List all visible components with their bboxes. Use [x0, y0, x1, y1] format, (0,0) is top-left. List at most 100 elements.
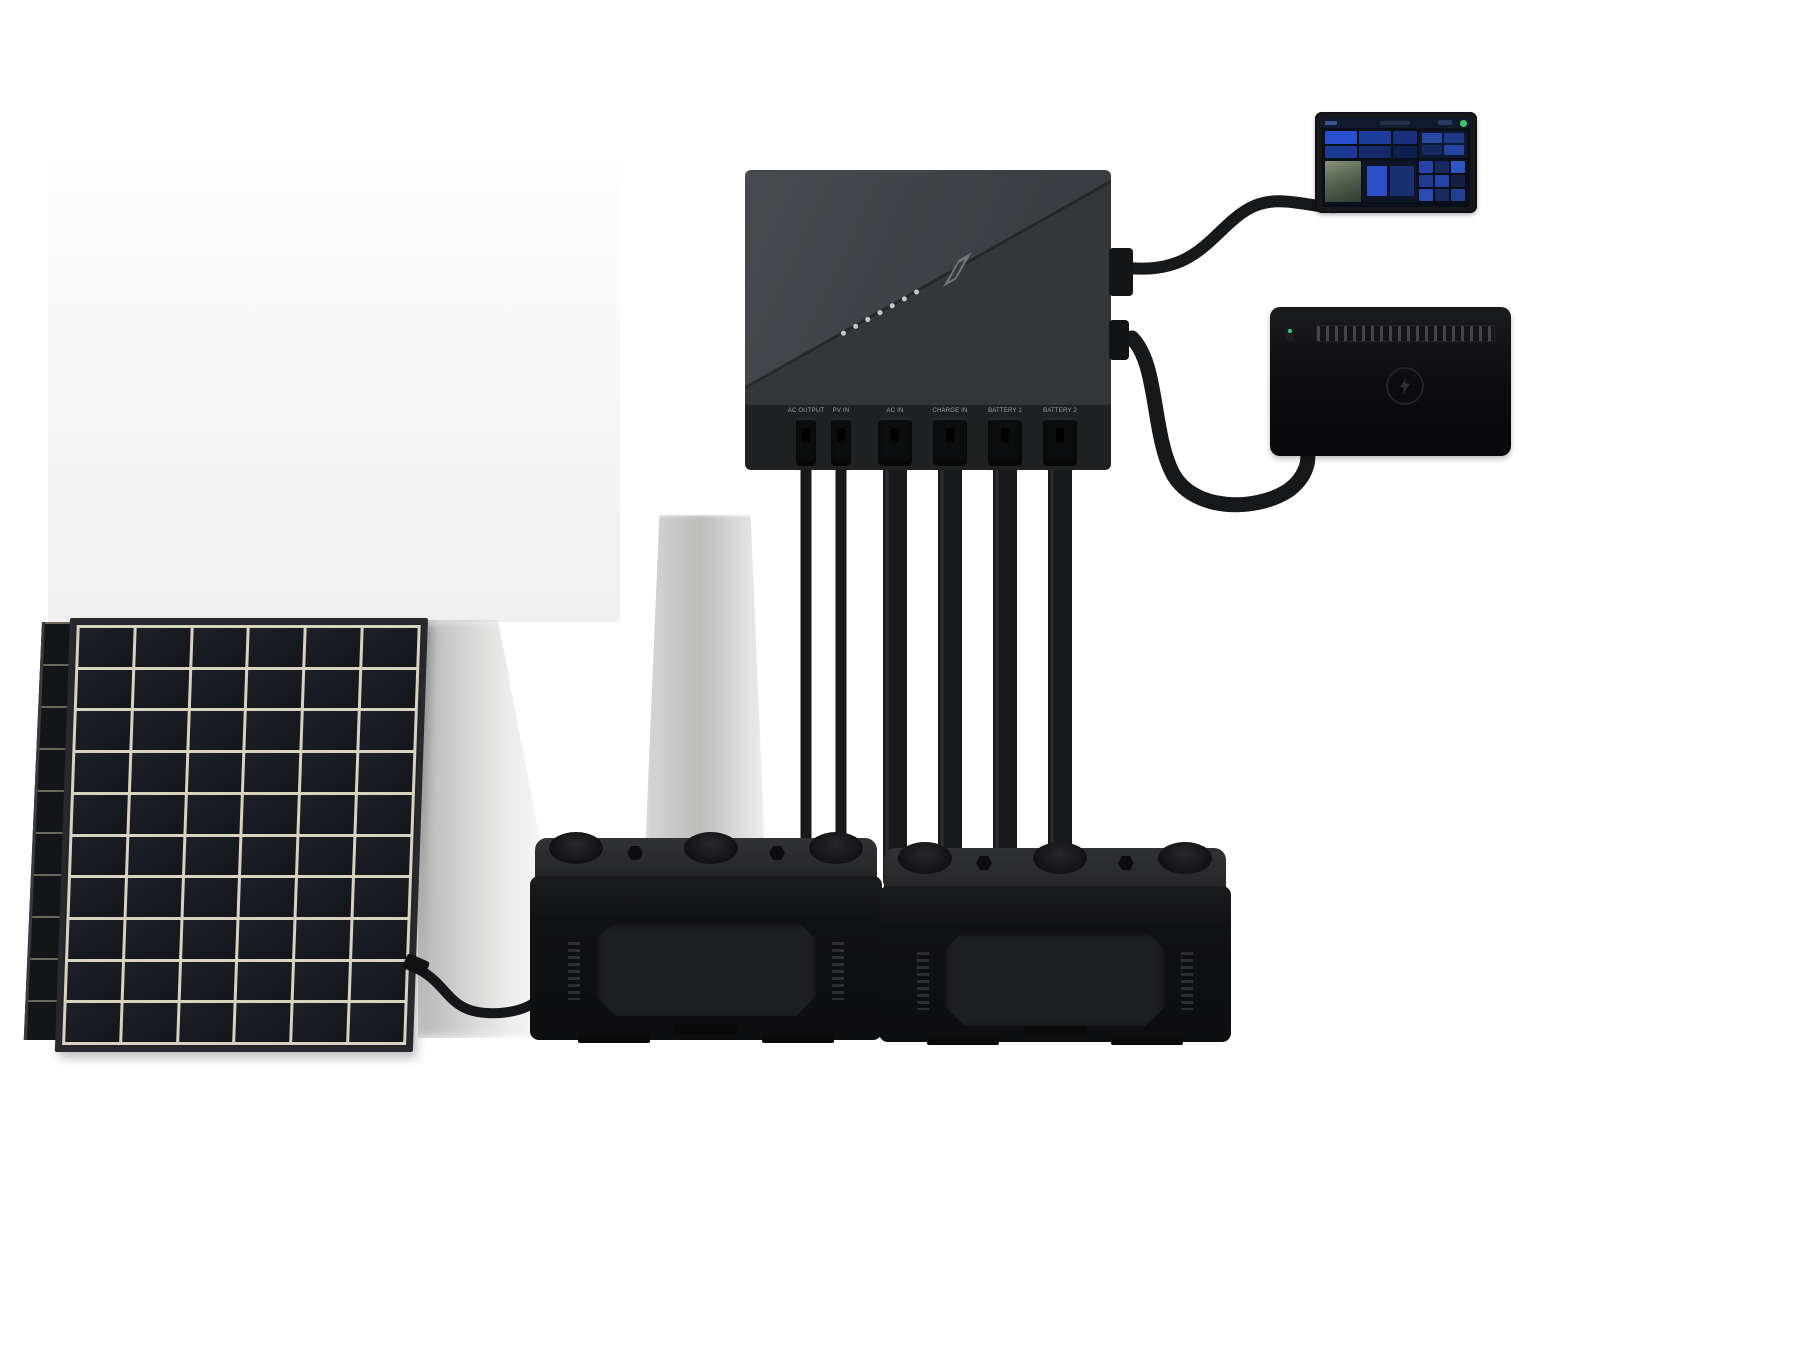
lightning-icon	[1400, 377, 1410, 395]
solar-cell	[296, 878, 353, 917]
port-connector-battery-2	[1043, 417, 1077, 466]
screen-tile	[1325, 146, 1357, 158]
solar-cell	[359, 711, 415, 751]
battery-cap	[684, 832, 738, 864]
battery-handle-slot	[1023, 1026, 1087, 1036]
screen-tile	[1438, 120, 1452, 125]
screen-tile	[1419, 175, 1433, 187]
battery-bolt	[769, 846, 785, 860]
battery-vent	[832, 942, 844, 1000]
hub-side-connector-console	[1109, 248, 1133, 296]
solar-cell	[238, 919, 294, 959]
screen-tile	[1422, 145, 1442, 155]
screen-tile	[1444, 133, 1464, 143]
solar-cell	[360, 669, 417, 709]
solar-cell	[129, 794, 185, 834]
hub-brand-icon	[942, 252, 972, 287]
solar-cell	[189, 711, 245, 751]
solar-panel	[54, 618, 428, 1052]
solar-cell	[355, 836, 411, 876]
solar-cell	[73, 753, 130, 792]
battery-foot	[578, 1035, 650, 1043]
battery-cap	[1033, 842, 1087, 874]
solar-cell	[68, 919, 124, 959]
solar-cell	[190, 669, 246, 709]
screen-tile	[1419, 161, 1433, 173]
port-connector-ac-in	[878, 417, 912, 466]
hub-led	[851, 322, 859, 330]
battery-bolt	[1118, 856, 1134, 870]
solar-cell	[247, 669, 303, 709]
hub-led-strip	[835, 224, 1022, 345]
solar-cell	[123, 961, 179, 1001]
solar-cell	[75, 711, 131, 751]
battery-foot	[927, 1037, 999, 1045]
solar-cell	[65, 1003, 121, 1042]
solar-cell	[356, 794, 412, 834]
solar-cell	[72, 794, 128, 834]
screen-tile	[1422, 133, 1442, 143]
solar-cell	[301, 753, 357, 792]
port-label: CHARGE IN	[932, 408, 968, 414]
solar-cell	[298, 836, 354, 876]
screen-tile	[1435, 161, 1449, 173]
solar-cell	[292, 1003, 348, 1042]
solar-cell	[295, 919, 351, 959]
solar-cell	[299, 794, 355, 834]
solar-cell	[240, 878, 296, 917]
solar-cell	[133, 669, 189, 709]
solar-cell	[362, 628, 418, 667]
solar-cell	[127, 836, 184, 876]
solar-cell	[352, 919, 408, 959]
screen-tile	[1393, 131, 1417, 144]
hub-led	[864, 315, 871, 323]
solar-cell-grid	[62, 625, 421, 1045]
solar-cell	[248, 628, 304, 667]
solar-cell	[184, 836, 240, 876]
solar-cell	[350, 961, 406, 1001]
battery-recess-panel	[945, 930, 1165, 1026]
screen-tile	[1359, 146, 1391, 158]
solar-cell	[180, 961, 236, 1001]
solar-cell	[241, 836, 297, 876]
solar-cell	[245, 711, 302, 751]
battery-bolt	[976, 856, 992, 870]
port-connector-pv-in	[831, 417, 851, 466]
port-label: PV IN	[832, 408, 850, 414]
status-led	[1286, 327, 1294, 341]
solar-cell	[242, 794, 299, 834]
screen-tile	[1380, 121, 1410, 125]
battery-pack-2	[879, 842, 1231, 1045]
lightning-badge	[1386, 367, 1424, 405]
smart-distribution-panel	[1270, 307, 1511, 456]
port-connector-ac-output	[796, 417, 816, 466]
solar-cell	[302, 711, 358, 751]
hub-port-panel: AC OUTPUT PV IN AC IN CHARGE IN BATTERY …	[745, 405, 1111, 470]
screen-tile	[1325, 121, 1337, 125]
screen-tile	[1325, 131, 1357, 144]
touchscreen-console	[1315, 112, 1477, 213]
solar-cell	[349, 1003, 405, 1042]
cable-wall-shadow	[645, 515, 765, 853]
battery-foot	[1111, 1037, 1183, 1045]
console-screen	[1322, 118, 1470, 207]
screen-tile	[1460, 120, 1467, 127]
screen-tile	[1393, 146, 1417, 158]
battery-bolt	[627, 846, 643, 860]
solar-cell	[132, 711, 188, 751]
battery-front-face	[879, 886, 1231, 1042]
hub-led	[839, 329, 847, 337]
screen-tile	[1451, 189, 1465, 201]
solar-cell	[78, 628, 134, 667]
battery-handle-slot	[674, 1024, 738, 1034]
solar-cell	[237, 961, 293, 1001]
solar-cell	[235, 1003, 291, 1042]
port-label: BATTERY 2	[1043, 408, 1077, 414]
solar-cell	[66, 961, 122, 1001]
solar-cell	[181, 919, 237, 959]
solar-cell	[130, 753, 186, 792]
hub-led	[876, 308, 884, 316]
solar-cell	[178, 1003, 235, 1042]
battery-pack-1	[530, 832, 882, 1043]
